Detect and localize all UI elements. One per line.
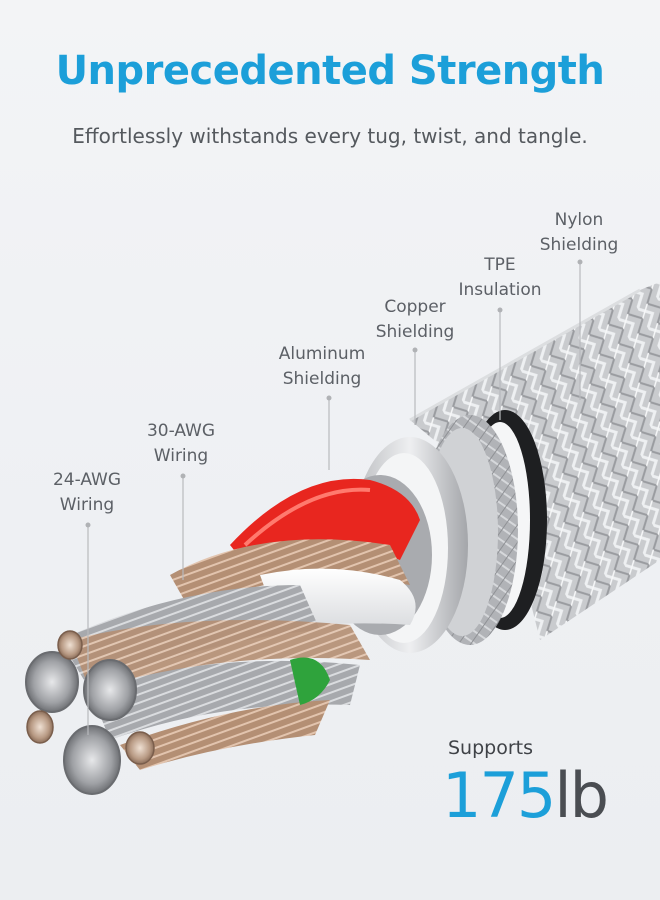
callout-nylon-line2: Shielding [539, 235, 619, 255]
strength-value: 175lb [442, 756, 609, 836]
callout-tpe-insulation: TPE Insulation [435, 253, 565, 303]
callout-aluminum-line1: Aluminum [278, 344, 366, 364]
callout-tpe-line1: TPE [484, 255, 516, 275]
callout-30awg-line2: Wiring [153, 446, 209, 466]
strength-label: Supports [448, 737, 534, 759]
callout-tpe-line2: Insulation [458, 280, 542, 300]
wire-end-caps [25, 630, 155, 795]
callout-24awg-wiring: 24-AWG Wiring [22, 468, 152, 518]
callout-24awg-line1: 24-AWG [52, 470, 122, 490]
callout-copper-line2: Shielding [375, 322, 455, 342]
callout-30awg-wiring: 30-AWG Wiring [116, 419, 246, 469]
page-subtitle: Effortlessly withstands every tug, twist… [72, 124, 588, 148]
callout-dots [85, 259, 583, 528]
callout-aluminum-shielding: Aluminum Shielding [257, 342, 387, 392]
strength-unit: lb [554, 759, 609, 832]
copper-wire-lower [70, 620, 370, 770]
page-title: Unprecedented Strength [55, 48, 605, 94]
callout-24awg-line2: Wiring [59, 495, 115, 515]
callout-nylon-shielding: Nylon Shielding [514, 208, 644, 258]
strength-number: 175 [442, 759, 556, 832]
callout-copper-shielding: Copper Shielding [350, 295, 480, 345]
callout-30awg-line1: 30-AWG [146, 421, 216, 441]
callout-nylon-line1: Nylon [554, 210, 604, 230]
callout-leaders [87, 262, 581, 735]
callout-copper-line1: Copper [384, 297, 446, 317]
callout-aluminum-line2: Shielding [282, 369, 362, 389]
green-wire [290, 657, 330, 705]
